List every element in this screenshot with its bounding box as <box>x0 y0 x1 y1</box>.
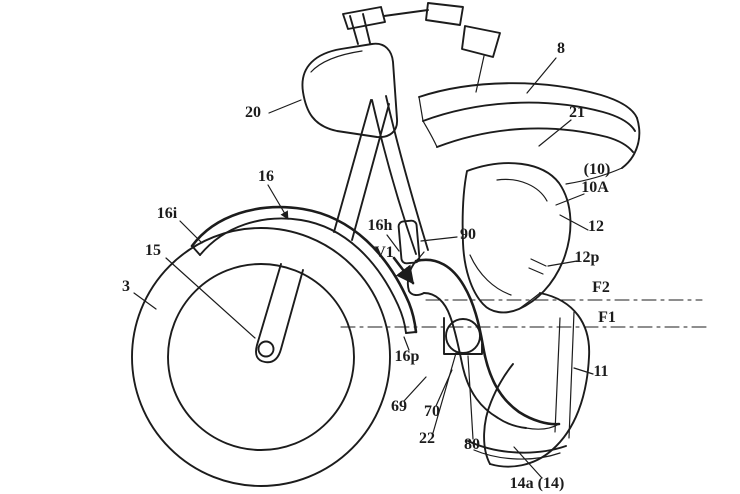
ref-label-20: 20 <box>245 104 261 121</box>
tire-inner <box>167 263 355 451</box>
front-fork <box>333 99 390 241</box>
tire-outer <box>131 227 391 487</box>
leader-12 <box>559 214 589 231</box>
leader-8 <box>526 57 557 94</box>
ref-label-16p: 16p <box>395 348 420 365</box>
upper-body-panels <box>418 82 641 185</box>
leader-16h <box>386 234 400 252</box>
hatched-component <box>443 317 483 355</box>
headlight-cowl <box>301 42 398 138</box>
leader-12p <box>547 260 578 267</box>
leader-14a <box>513 446 543 479</box>
ref-label-80: 80 <box>464 436 480 453</box>
ref-label-16h: 16h <box>368 217 393 234</box>
ref-label-14a: 14a (14) <box>510 475 565 492</box>
leader-21 <box>538 119 572 147</box>
part-90 <box>397 219 421 265</box>
ref-label-f1: F1 <box>598 309 616 326</box>
v1-arrow <box>392 256 415 285</box>
ref-label-69: 69 <box>391 398 407 415</box>
handlebar-assembly <box>342 2 501 93</box>
leader-lines <box>133 57 594 479</box>
fork-blade <box>255 263 304 364</box>
front-fender <box>190 205 418 334</box>
leader-10a <box>555 193 585 206</box>
leader-15 <box>165 257 256 339</box>
ref-label-v1: V1 <box>374 244 394 261</box>
ref-label-12p: 12p <box>575 249 600 266</box>
leader-69 <box>403 376 427 402</box>
leader-3 <box>133 292 157 310</box>
leader-11 <box>573 367 594 375</box>
ref-label-11: 11 <box>593 363 608 380</box>
ref-label-12: 12 <box>588 218 604 235</box>
ref-label-22: 22 <box>419 430 435 447</box>
leader-22 <box>432 352 457 434</box>
leader-16 <box>267 184 289 220</box>
leader-16p <box>403 336 410 351</box>
ref-label-16i: 16i <box>157 205 178 222</box>
lower-body-panel <box>467 292 590 468</box>
ref-label-90: 90 <box>460 226 476 243</box>
leader-16i <box>179 220 203 244</box>
axle-hub <box>257 340 275 358</box>
ref-label-21: 21 <box>569 104 585 121</box>
ref-label-8: 8 <box>557 40 565 57</box>
ref-label-3: 3 <box>122 278 130 295</box>
leader-20 <box>268 99 302 114</box>
hatched-circle <box>445 318 481 354</box>
front-wheel <box>131 227 391 487</box>
ref-label-f2: F2 <box>592 279 610 296</box>
ref-label-16: 16 <box>258 168 274 185</box>
reference-lines <box>340 299 707 328</box>
leader-90 <box>420 236 458 242</box>
leader-80 <box>467 355 474 440</box>
side-shroud-panel <box>461 162 572 314</box>
ref-label-10: (10) <box>584 161 611 178</box>
ref-label-15: 15 <box>145 242 161 259</box>
component-bracket <box>443 317 483 355</box>
ref-label-70: 70 <box>424 403 440 420</box>
ref-label-10a: 10A <box>581 179 609 196</box>
